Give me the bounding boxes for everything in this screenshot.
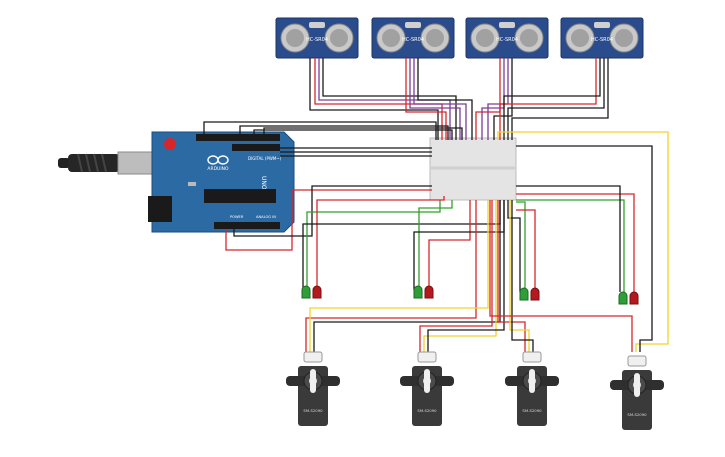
- atmega-chip: [204, 189, 276, 203]
- usb-plug-tip: [58, 158, 70, 168]
- sensor-label: HC-SR04: [306, 37, 328, 43]
- sensor-wires: [309, 58, 609, 140]
- breadboard[interactable]: [429, 137, 517, 201]
- power-label: POWER: [230, 215, 244, 219]
- green-led[interactable]: [618, 291, 628, 305]
- reset-button[interactable]: [164, 138, 176, 150]
- digital-header: [196, 134, 280, 141]
- led-pair-2[interactable]: [413, 285, 434, 299]
- ultrasonic-sensor-2[interactable]: HC-SR04: [371, 17, 455, 59]
- servo-4[interactable]: SM-S2090: [610, 355, 664, 430]
- servo-label: SM-S2090: [522, 408, 542, 413]
- led-wires: [302, 185, 635, 292]
- green-led[interactable]: [301, 285, 311, 299]
- digital-label: DIGITAL (PWM~): [248, 156, 282, 161]
- red-led[interactable]: [312, 285, 322, 299]
- sensor-label: HC-SR04: [496, 37, 518, 43]
- servo-3[interactable]: SM-S2090: [505, 351, 559, 426]
- servo-1[interactable]: SM-S2090: [286, 351, 340, 426]
- arduino-brand: ARDUINO: [207, 166, 229, 172]
- arduino-logo-icon: [207, 155, 229, 165]
- servo-2[interactable]: SM-S2090: [400, 351, 454, 426]
- arduino-uno[interactable]: DIGITAL (PWM~) ARDUINO UNO POWER ANALOG …: [58, 131, 295, 233]
- servo-wires: [305, 131, 669, 352]
- arduino-wires: [203, 121, 463, 251]
- ultrasonic-sensor-4[interactable]: HC-SR04: [560, 17, 644, 59]
- ultrasonic-sensor-1[interactable]: HC-SR04: [275, 17, 359, 59]
- servo-label: SM-S2090: [417, 408, 437, 413]
- led-pair-4[interactable]: [618, 291, 639, 305]
- led-pair-3[interactable]: [519, 287, 540, 301]
- green-led[interactable]: [413, 285, 423, 299]
- red-led[interactable]: [530, 287, 540, 301]
- ultrasonic-sensor-3[interactable]: HC-SR04: [465, 17, 549, 59]
- servo-label: SM-S2090: [303, 408, 323, 413]
- sensor-label: HC-SR04: [591, 37, 613, 43]
- analog-label: ANALOG IN: [256, 215, 276, 219]
- green-led[interactable]: [519, 287, 529, 301]
- sensor-label: HC-SR04: [402, 37, 424, 43]
- power-jack: [148, 196, 172, 222]
- led-pair-1[interactable]: [301, 285, 322, 299]
- servo-label: SM-S2090: [627, 412, 647, 417]
- arduino-model: UNO: [260, 176, 267, 190]
- red-led[interactable]: [424, 285, 434, 299]
- power-analog-header: [214, 222, 280, 229]
- red-led[interactable]: [629, 291, 639, 305]
